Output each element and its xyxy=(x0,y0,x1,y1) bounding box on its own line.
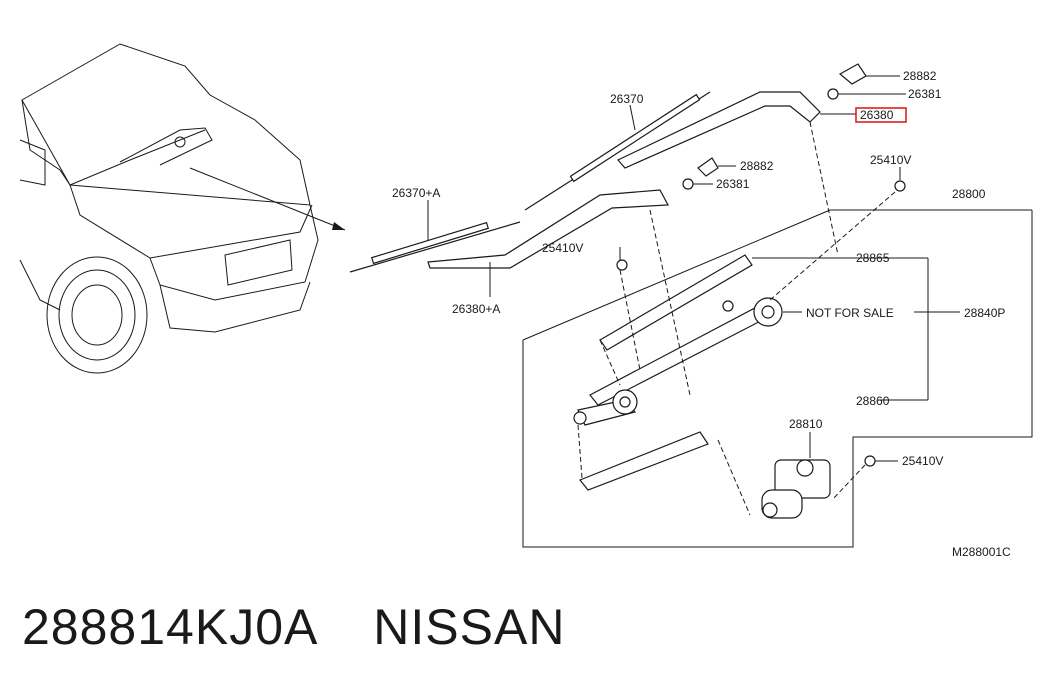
part-number: 288814KJ0A xyxy=(22,599,319,655)
diagram-code: M288001C xyxy=(952,545,1011,559)
label-28840p: 28840P xyxy=(964,306,1005,320)
label-26380: 26380 xyxy=(860,108,894,122)
label-28865: 28865 xyxy=(856,251,890,265)
label-25410v-right: 25410V xyxy=(902,454,943,468)
brand-name: NISSAN xyxy=(373,599,566,655)
wiper-blade-26370a xyxy=(349,200,521,273)
label-26380a: 26380+A xyxy=(452,302,500,316)
label-28860: 28860 xyxy=(856,394,890,408)
label-26381-mid: 26381 xyxy=(716,177,750,191)
vehicle-illustration xyxy=(19,43,346,374)
label-25410v-left: 25410V xyxy=(542,241,583,255)
highlight-box-26380 xyxy=(855,107,907,123)
label-28800: 28800 xyxy=(952,187,986,201)
wiper-blade-26370 xyxy=(524,91,711,211)
label-25410v-top: 25410V xyxy=(870,153,911,167)
wiper-arm-26380a xyxy=(427,189,669,297)
label-not-for-sale: NOT FOR SALE xyxy=(806,306,894,320)
label-26381-top: 26381 xyxy=(908,87,942,101)
label-28882-top: 28882 xyxy=(903,69,937,83)
label-26370a: 26370+A xyxy=(392,186,440,200)
caption: 288814KJ0A NISSAN xyxy=(22,598,605,656)
wiper-motor-28810 xyxy=(761,432,831,519)
label-28810: 28810 xyxy=(789,417,823,431)
label-26370: 26370 xyxy=(610,92,644,106)
label-28882-mid: 28882 xyxy=(740,159,774,173)
leader-lines xyxy=(619,75,960,462)
parts-diagram: 26370 28882 26381 26380 28882 26381 2541… xyxy=(19,43,1033,559)
linkage-assembly xyxy=(573,254,783,491)
